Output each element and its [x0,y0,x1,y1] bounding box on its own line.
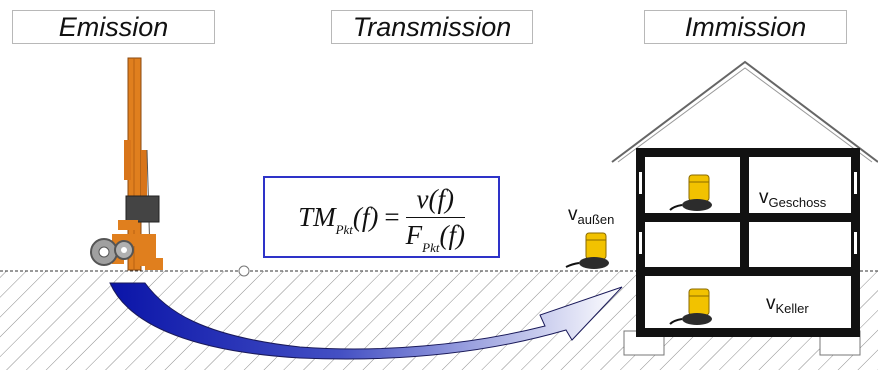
stage-label-immission: Immission [644,10,847,44]
geophone-sensor-icon [669,288,712,325]
stage-label-transmission: Transmission [331,10,533,44]
sensor-label-geschoss-sub: Geschoss [768,195,827,210]
formula-equals: = [384,201,400,232]
formula-denominator-main: F [405,219,423,250]
transfer-mobility-formula: TMPkt(f) = v(f) FPkt(f) [263,176,500,258]
stage-label-emission: Emission [12,10,215,44]
formula-lhs-arg: (f) [352,201,379,232]
formula-lhs-sub: Pkt [335,221,353,237]
formula-numerator: v(f) [416,183,455,214]
sensor-label-aussen: vaußen [568,204,615,227]
formula-lhs-main: TM [298,201,336,232]
surface-marker [238,265,250,277]
sensor-label-keller-sub: Keller [775,301,809,316]
drill-rig-icon [90,57,163,271]
geophone-sensor-icon [669,174,712,211]
formula-fraction: v(f) FPkt(f) [405,183,465,255]
sensor-label-geschoss: vGeschoss [759,187,827,210]
sensor-label-aussen-sub: außen [577,212,615,227]
formula-denominator-arg: (f) [439,219,465,250]
sensor-label-keller-main: v [766,293,776,314]
formula-lhs: TMPkt(f) [298,201,379,237]
geophone-sensor-icon [565,232,609,269]
formula-denominator-sub: Pkt [422,239,440,255]
formula-fraction-bar [405,216,465,218]
sensor-label-geschoss-main: v [759,187,769,208]
sensor-label-aussen-main: v [568,204,578,225]
house-cross-section-icon [611,60,878,356]
propagation-arrow-icon [109,282,623,360]
formula-denominator: FPkt(f) [405,218,465,255]
sensor-label-keller: vKeller [766,293,809,316]
